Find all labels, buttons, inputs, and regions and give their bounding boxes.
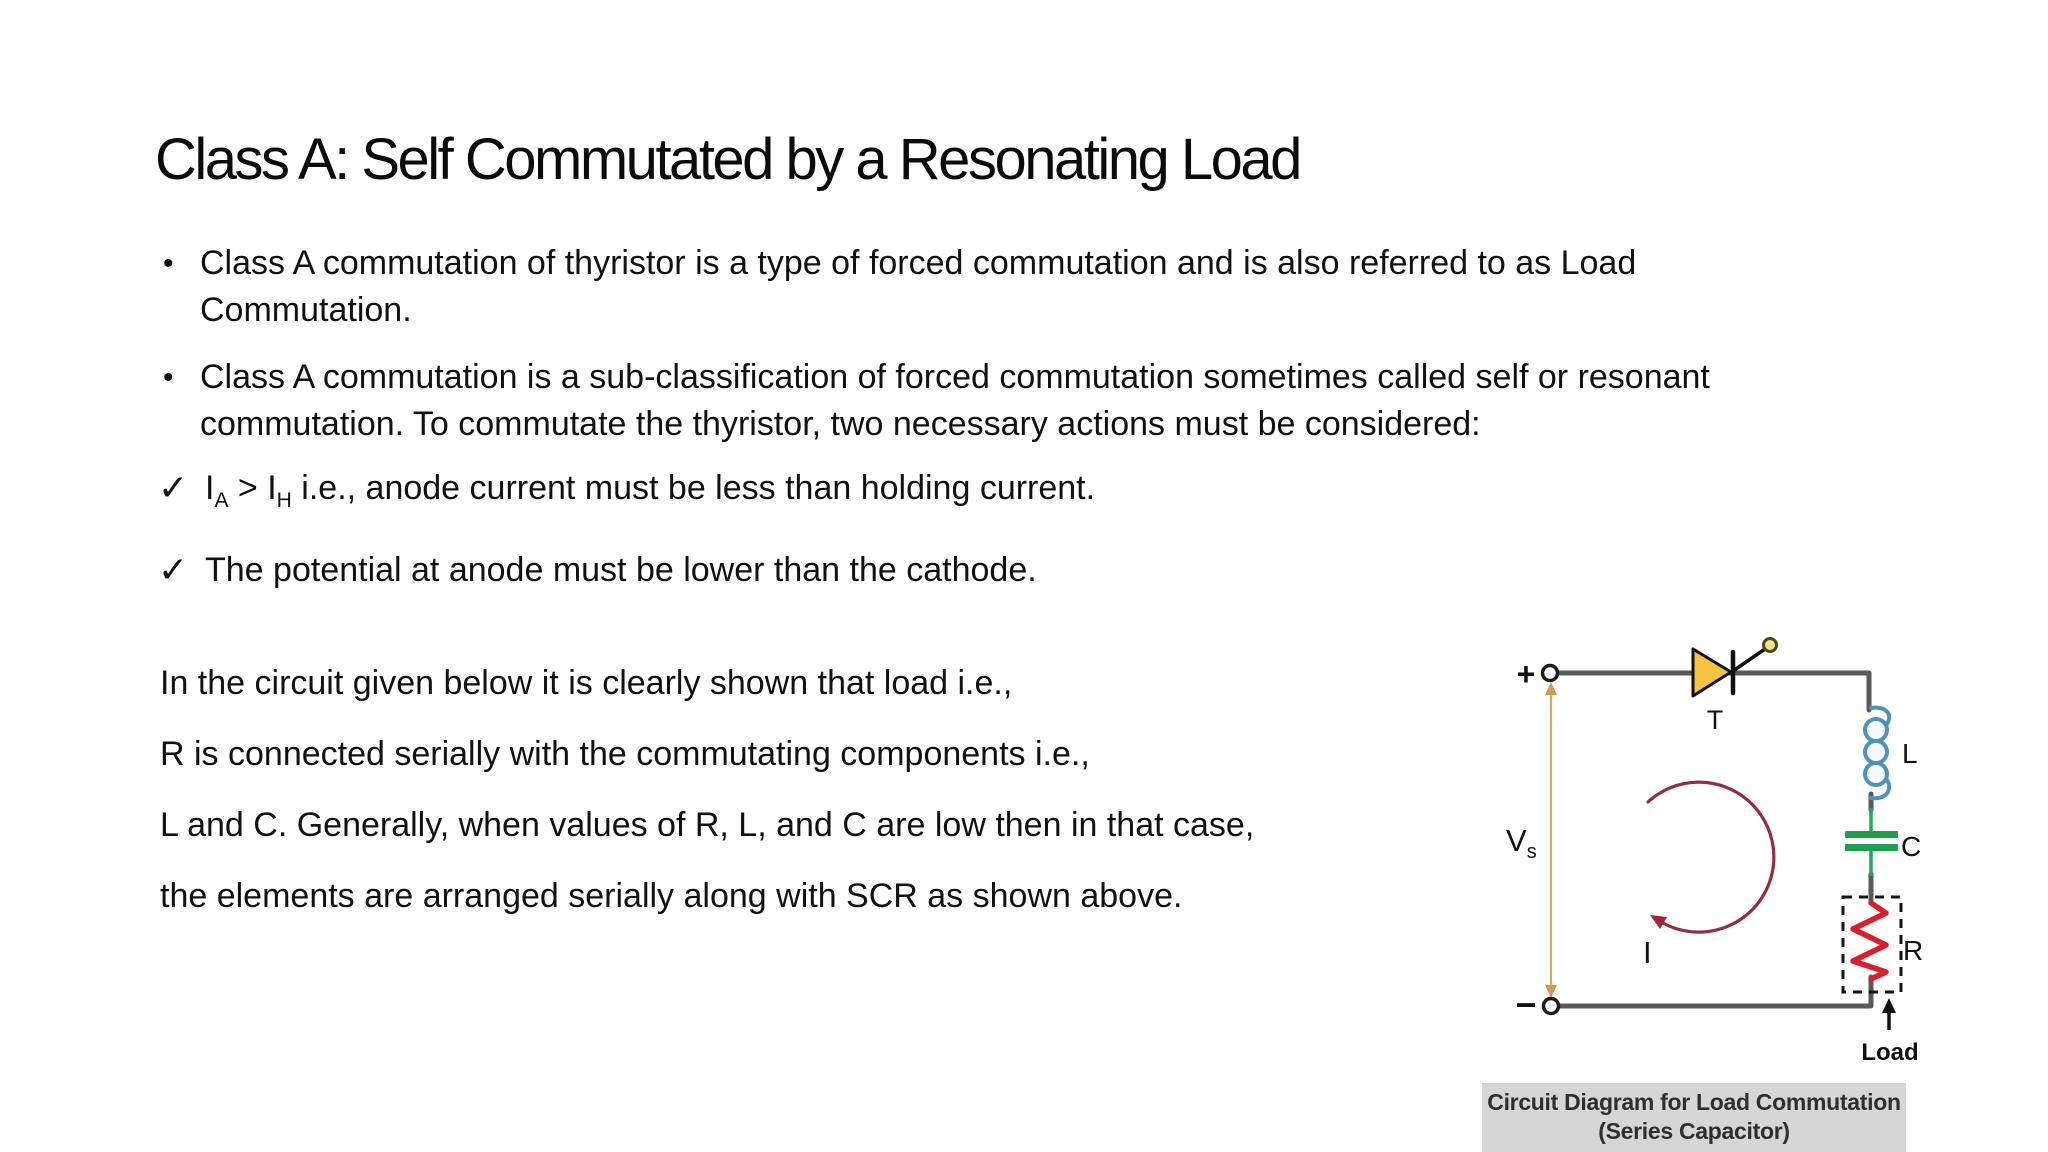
bullet-item: • Class A commutation is a sub-classific… — [163, 354, 1923, 448]
source-v: V — [1506, 823, 1527, 858]
source-arrow-down — [1545, 985, 1557, 998]
checkmark-icon: ✓ — [158, 548, 189, 590]
slide-title: Class A: Self Commutated by a Resonating… — [155, 127, 1302, 192]
current-loop-arc — [1646, 780, 1776, 934]
capacitor-label: C — [1901, 831, 1921, 862]
plus-label: + — [1517, 656, 1536, 692]
bullet-item: • Class A commutation of thyristor is a … — [163, 240, 1923, 334]
comparison-operator: > I — [228, 469, 277, 507]
current-loop-arrowhead — [1650, 915, 1667, 929]
inductor-top-hook — [1869, 705, 1892, 726]
source-subscript: s — [1527, 841, 1537, 863]
gate-terminal-node — [1762, 637, 1778, 653]
load-arrowhead — [1882, 998, 1896, 1013]
inductor-loop — [1863, 739, 1889, 765]
positive-terminal-node — [1540, 663, 1560, 683]
top-wire — [1555, 670, 1872, 713]
check-item: ✓ The potential at anode must be lower t… — [158, 546, 1658, 595]
subscript-h: H — [276, 488, 292, 512]
var-anode-current: I — [205, 469, 215, 507]
source-arrow-up — [1545, 682, 1557, 695]
check-text-rest: i.e., anode current must be less than ho… — [291, 469, 1096, 507]
bottom-wire — [1556, 974, 1874, 1009]
capacitor-plate-top — [1845, 831, 1898, 838]
load-label: Load — [1861, 1039, 1918, 1066]
circuit-diagram: + − Vs T L C R — [1506, 637, 1923, 1066]
subscript-a: A — [214, 488, 229, 512]
bullet-marker: • — [163, 247, 174, 280]
check-text: The potential at anode must be lower tha… — [205, 550, 1037, 589]
source-voltage-label: Vs — [1506, 823, 1537, 863]
current-label: I — [1643, 935, 1652, 970]
bullet-list: • Class A commutation of thyristor is a … — [163, 240, 1923, 468]
inductor-bottom-hook — [1869, 778, 1892, 801]
check-list: ✓ IA > IH i.e., anode current must be le… — [158, 464, 1658, 616]
figure-caption: Circuit Diagram for Load Commutation (Se… — [1482, 1083, 1906, 1152]
bullet-text: Class A commutation of thyristor is a ty… — [200, 244, 1637, 329]
capacitor-symbol — [1845, 808, 1898, 876]
capacitor-plate-bottom — [1845, 844, 1898, 851]
inductor-label: L — [1902, 738, 1918, 769]
thyristor-label: T — [1707, 705, 1724, 735]
circuit-wires — [1555, 670, 1874, 1009]
thyristor-gate-lead — [1731, 647, 1767, 673]
resistor-label: R — [1903, 935, 1923, 966]
check-item: ✓ IA > IH i.e., anode current must be le… — [158, 464, 1658, 525]
inductor-loop — [1863, 717, 1889, 743]
checkmark-icon: ✓ — [158, 467, 189, 508]
check-text: IA > IH i.e., anode current must be less… — [205, 464, 1095, 525]
inductor-loop — [1863, 761, 1889, 787]
load-dashed-box — [1841, 895, 1903, 994]
resistor-symbol — [1850, 900, 1889, 982]
body-paragraph: In the circuit given below it is clearly… — [160, 664, 1255, 915]
negative-terminal-node — [1541, 996, 1561, 1016]
bullet-marker: • — [163, 361, 174, 394]
minus-label: − — [1515, 984, 1536, 1025]
thyristor-symbol — [1691, 647, 1733, 698]
bullet-text: Class A commutation is a sub-classificat… — [200, 358, 1710, 443]
inductor-symbol — [1863, 705, 1892, 801]
